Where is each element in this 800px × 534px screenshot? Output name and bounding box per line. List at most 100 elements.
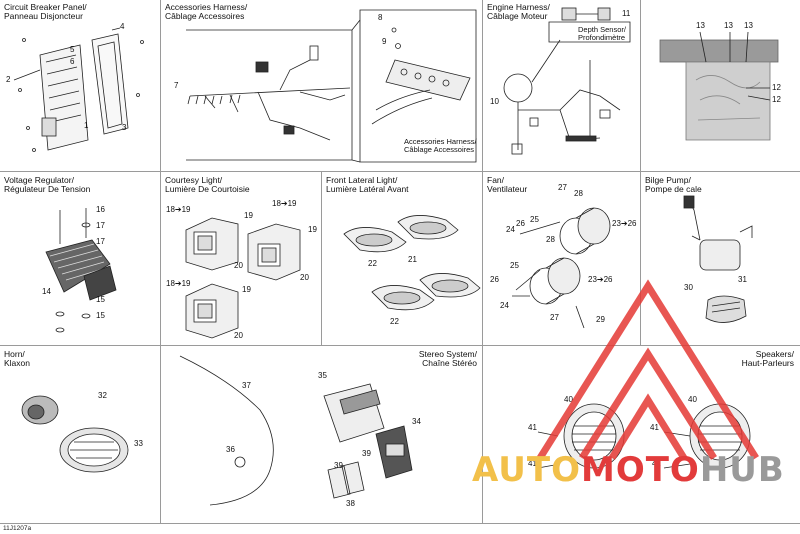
callout: 41 bbox=[528, 459, 537, 468]
callout: 29 bbox=[596, 315, 605, 324]
callout: 17 bbox=[96, 221, 105, 230]
callout: 41 bbox=[528, 423, 537, 432]
callout: 26 bbox=[490, 275, 499, 284]
callout: 17 bbox=[96, 237, 105, 246]
accessories-harness-drawing bbox=[186, 9, 477, 163]
callout: 8 bbox=[378, 13, 383, 22]
callout: 32 bbox=[98, 391, 107, 400]
callout: 34 bbox=[412, 417, 421, 426]
callout: 3 bbox=[122, 123, 127, 132]
panel-engine-top bbox=[641, 0, 800, 172]
callout: 23➔26 bbox=[612, 219, 637, 228]
horn-drawing bbox=[21, 395, 129, 473]
panel-engine-harness bbox=[483, 0, 641, 172]
panel-circuit-breaker bbox=[0, 0, 161, 172]
callout: 19 bbox=[244, 211, 253, 220]
callout: 15 bbox=[96, 295, 105, 304]
callout: 41 bbox=[652, 459, 661, 468]
callout: 16 bbox=[96, 205, 105, 214]
callout: 1 bbox=[84, 121, 89, 130]
fan-title: Fan/ Ventilateur bbox=[487, 175, 528, 194]
callout: 6 bbox=[70, 57, 75, 66]
watermark-part-c: HUB bbox=[699, 450, 785, 490]
callout: 39 bbox=[362, 449, 371, 458]
callout: 19 bbox=[242, 285, 251, 294]
panel-front-lateral-light bbox=[322, 172, 483, 346]
callout: 22 bbox=[390, 317, 399, 326]
depth-sensor-label: Depth Sensor/ Profondimètre bbox=[578, 25, 626, 42]
callout: 40 bbox=[688, 395, 697, 404]
callout: 23➔26 bbox=[588, 275, 613, 284]
speakers-title: Speakers/ Haut-Parleurs bbox=[741, 349, 794, 368]
callout: 28 bbox=[574, 189, 583, 198]
callout: 28 bbox=[546, 235, 555, 244]
front-lateral-light-title: Front Lateral Light/ Lumière Latéral Ava… bbox=[326, 175, 409, 194]
voltage-regulator-drawing bbox=[45, 208, 117, 333]
stereo-title: Stereo System/ Chaîne Stéréo bbox=[418, 349, 477, 368]
horn-title: Horn/ Klaxon bbox=[4, 349, 30, 368]
engine-top-drawing bbox=[659, 31, 779, 141]
watermark-text: AUTOMOTOHUB bbox=[472, 450, 785, 490]
callout: 11 bbox=[622, 9, 631, 18]
callout: 7 bbox=[174, 81, 179, 90]
callout: 15 bbox=[96, 311, 105, 320]
bilge-pump-title: Bilge Pump/ Pompe de cale bbox=[645, 175, 702, 194]
fan-drawing bbox=[512, 207, 611, 329]
courtesy-light-drawing bbox=[185, 217, 301, 339]
callout: 12 bbox=[772, 95, 781, 104]
callout: 35 bbox=[318, 371, 327, 380]
callout: 20 bbox=[300, 273, 309, 282]
callout: 25 bbox=[510, 261, 519, 270]
watermark-part-b: MOTO bbox=[580, 450, 700, 490]
callout: 2 bbox=[6, 75, 11, 84]
callout: 36 bbox=[226, 445, 235, 454]
callout: 18➔19 bbox=[272, 199, 297, 208]
bilge-pump-drawing bbox=[683, 195, 753, 323]
callout: 9 bbox=[382, 37, 387, 46]
callout: 31 bbox=[738, 275, 747, 284]
panel-voltage-regulator bbox=[0, 172, 161, 346]
panel-horn bbox=[0, 346, 161, 524]
circuit-breaker-panel-drawing bbox=[13, 27, 144, 152]
callout: 19 bbox=[308, 225, 317, 234]
stereo-drawing bbox=[179, 355, 413, 506]
accessories-harness-inset-label: Accessories Harness/ Câblage Accessoires bbox=[404, 137, 477, 154]
callout: 26 bbox=[516, 219, 525, 228]
callout: 13 bbox=[744, 21, 753, 30]
engine-harness-drawing bbox=[503, 7, 631, 155]
callout: 4 bbox=[120, 22, 125, 31]
callout: 33 bbox=[134, 439, 143, 448]
voltage-regulator-title: Voltage Regulator/ Régulateur De Tension bbox=[4, 175, 91, 194]
callout: 22 bbox=[368, 259, 377, 268]
callout: 27 bbox=[558, 183, 567, 192]
callout: 41 bbox=[650, 423, 659, 432]
panel-stereo bbox=[161, 346, 483, 524]
callout: 18➔19 bbox=[166, 279, 191, 288]
diagram-code: 11J1207a bbox=[3, 525, 32, 532]
callout: 12 bbox=[772, 83, 781, 92]
panel-courtesy-light bbox=[161, 172, 322, 346]
callout: 30 bbox=[684, 283, 693, 292]
circuit-breaker-title: Circuit Breaker Panel/ Panneau Disjoncte… bbox=[4, 2, 87, 21]
callout: 5 bbox=[70, 45, 75, 54]
front-lateral-light-drawing bbox=[343, 215, 481, 311]
callout: 24 bbox=[500, 301, 509, 310]
callout: 20 bbox=[234, 331, 243, 340]
callout: 14 bbox=[42, 287, 51, 296]
callout: 21 bbox=[408, 255, 417, 264]
callout: 40 bbox=[564, 395, 573, 404]
callout: 25 bbox=[530, 215, 539, 224]
callout: 18➔19 bbox=[166, 205, 191, 214]
engine-harness-title: Engine Harness/ Câblage Moteur bbox=[487, 2, 550, 21]
callout: 24 bbox=[506, 225, 515, 234]
callout: 20 bbox=[234, 261, 243, 270]
callout: 13 bbox=[724, 21, 733, 30]
watermark-part-a: AUTO bbox=[472, 450, 581, 490]
callout: 38 bbox=[346, 499, 355, 508]
callout: 10 bbox=[490, 97, 499, 106]
callout: 37 bbox=[242, 381, 251, 390]
panel-speakers bbox=[483, 346, 800, 524]
callout: 27 bbox=[550, 313, 559, 322]
callout: 39 bbox=[334, 461, 343, 470]
